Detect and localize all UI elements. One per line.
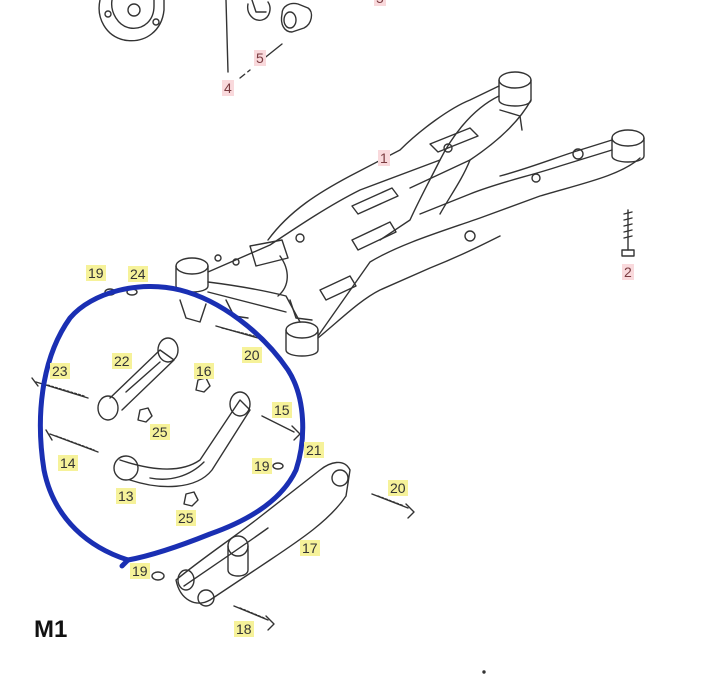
callout-5: 5 bbox=[254, 50, 266, 66]
bolt-part-20-lower bbox=[371, 493, 415, 519]
bolt-part-15 bbox=[261, 415, 301, 441]
callout-25-lower: 25 bbox=[176, 510, 196, 526]
highlight-loop bbox=[37, 284, 306, 569]
callout-16: 16 bbox=[194, 363, 214, 379]
callout-21: 21 bbox=[304, 442, 324, 458]
upper-link-part-4 bbox=[225, 0, 271, 73]
subframe-part-1 bbox=[175, 71, 645, 357]
washer-part-19-mid bbox=[272, 462, 284, 470]
bolt-part-18 bbox=[233, 605, 275, 631]
callout-4: 4 bbox=[222, 80, 234, 96]
callout-24: 24 bbox=[128, 266, 148, 282]
nut-part-16 bbox=[195, 377, 211, 393]
callout-14: 14 bbox=[58, 455, 78, 471]
callout-5-top: 5 bbox=[374, 0, 386, 6]
callout-20-lower: 20 bbox=[388, 480, 408, 496]
lower-arm-part-17 bbox=[175, 461, 351, 607]
callout-25-upper: 25 bbox=[150, 424, 170, 440]
callout-20-upper: 20 bbox=[242, 347, 262, 363]
callout-15: 15 bbox=[272, 402, 292, 418]
bolt-part-14 bbox=[45, 429, 99, 453]
control-arm-part-13 bbox=[113, 391, 251, 488]
callout-19-mid: 19 bbox=[252, 458, 272, 474]
callout-22: 22 bbox=[112, 353, 132, 369]
callout-1: 1 bbox=[378, 150, 390, 166]
bush-part-5 bbox=[239, 2, 313, 79]
callout-17: 17 bbox=[300, 540, 320, 556]
callout-19-low: 19 bbox=[130, 563, 150, 579]
callout-18: 18 bbox=[234, 621, 254, 637]
sheet-label: M1 bbox=[34, 616, 68, 643]
bolt-part-2 bbox=[621, 209, 635, 257]
callout-13: 13 bbox=[116, 488, 136, 504]
wheel-hub bbox=[98, 0, 165, 42]
nut-part-25-upper bbox=[137, 407, 153, 423]
callout-23: 23 bbox=[50, 363, 70, 379]
washer-part-19-low bbox=[151, 571, 165, 581]
toe-link-part-22 bbox=[97, 337, 179, 421]
callout-2: 2 bbox=[622, 264, 634, 280]
bolt-part-20-upper bbox=[215, 325, 259, 339]
callout-19-top: 19 bbox=[86, 265, 106, 281]
nut-part-25-lower bbox=[183, 491, 199, 507]
